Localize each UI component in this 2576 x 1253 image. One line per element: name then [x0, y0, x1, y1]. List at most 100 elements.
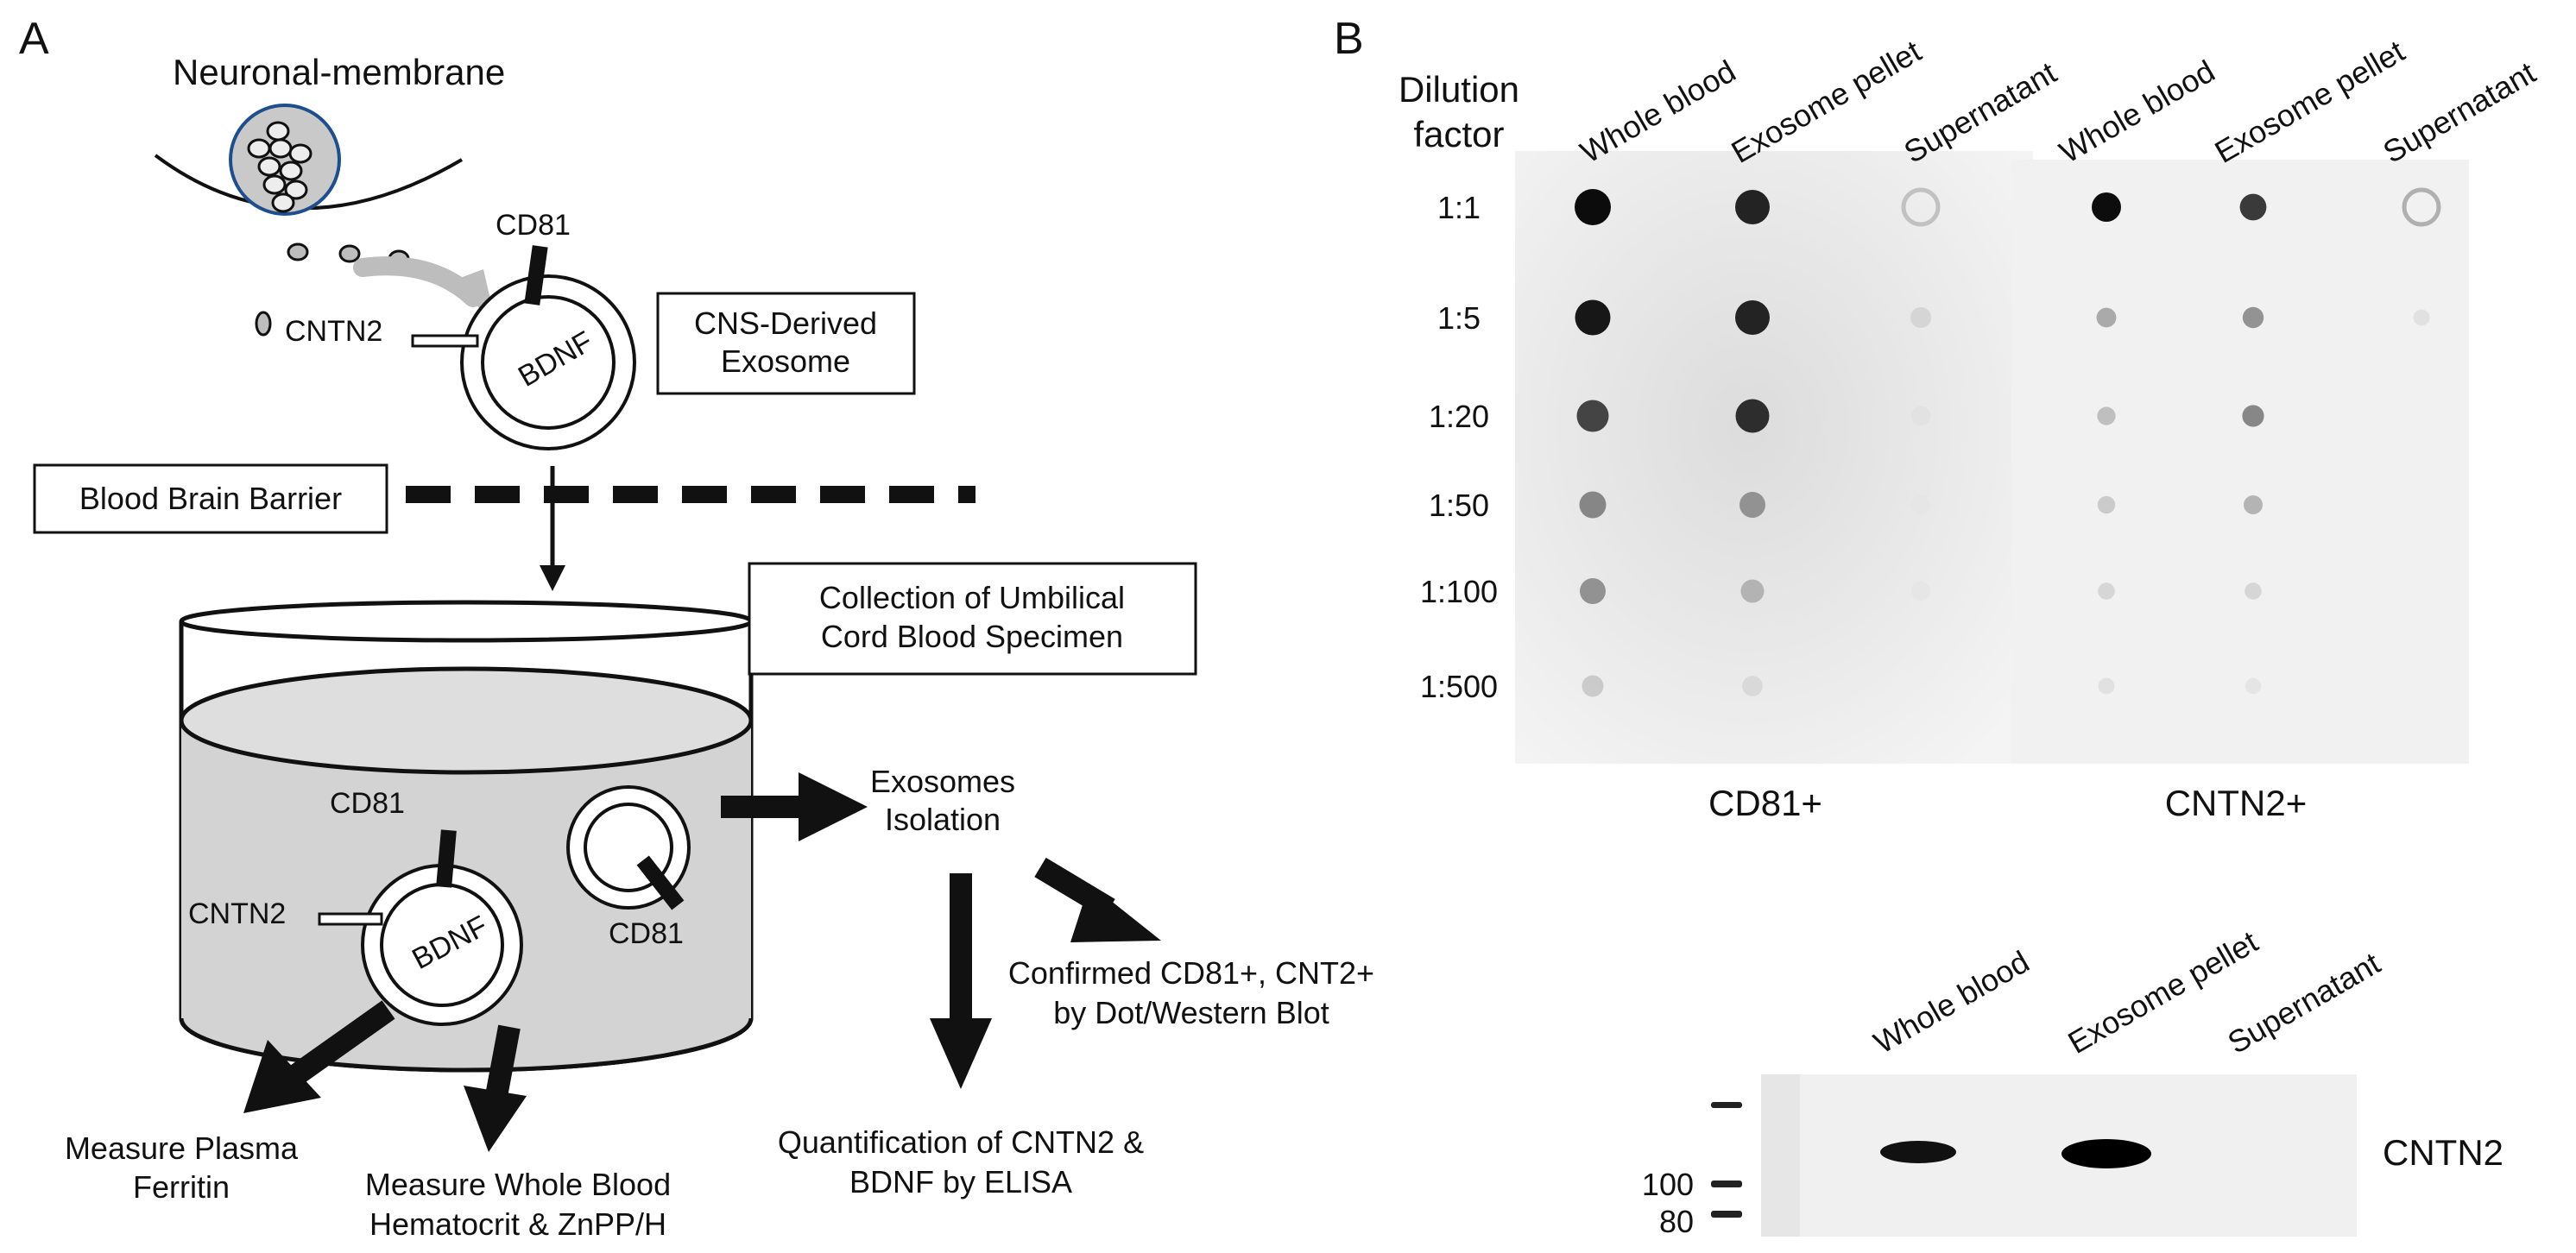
western-protein-label: CNTN2 — [2383, 1132, 2503, 1173]
dot-cd81 — [1735, 190, 1770, 224]
western-lane-label: Whole blood — [1868, 943, 2036, 1061]
ladder-lane — [1761, 1074, 1800, 1237]
band-whole-blood — [1880, 1141, 1956, 1163]
dot-cntn2 — [2096, 307, 2117, 328]
elisa-arrow-shaft — [950, 873, 972, 1024]
ferritin-arrow-head — [243, 1040, 321, 1113]
sample-label: Whole blood — [2054, 53, 2221, 170]
cns-exosome-box — [656, 292, 916, 395]
bbb-arrow-head — [540, 565, 565, 591]
cntn2-blot-membrane — [2011, 160, 2469, 764]
dot-cntn2 — [2097, 406, 2116, 425]
tube-cd81-label: CD81 — [330, 787, 405, 820]
sample-label: Exosome pellet — [2209, 33, 2411, 170]
elisa-arrow-head — [930, 1018, 992, 1089]
isolation-line2: Isolation — [885, 802, 1001, 837]
elisa-line2: BDNF by ELISA — [849, 1164, 1072, 1199]
small-cd81-label: CD81 — [609, 917, 684, 950]
tube-rim — [179, 600, 754, 643]
elisa-line1: Quantification of CNTN2 & — [778, 1124, 1144, 1160]
dilution-labels: 1:1 1:5 1:20 1:50 1:100 1:500 — [1420, 190, 1498, 704]
bbb-label: Blood Brain Barrier — [79, 481, 342, 516]
dot-cd81 — [1910, 494, 1931, 515]
marker-80: 80 — [1659, 1204, 1694, 1239]
dot-cntn2 — [2245, 582, 2262, 600]
ferritin-arrow-shaft — [287, 1000, 395, 1086]
dot-cd81 — [1576, 400, 1609, 432]
dot-cntn2 — [2242, 405, 2264, 427]
dot-cd81 — [1735, 300, 1770, 335]
tube-bottom — [179, 1017, 754, 1073]
dot-cntn2 — [2242, 306, 2264, 329]
tube-cntn2-marker — [318, 912, 383, 926]
collection-box — [748, 562, 1197, 676]
cd81-blot-title: CD81+ — [1708, 783, 1822, 823]
tube-cntn2-label: CNTN2 — [188, 897, 286, 930]
collection-line1: Collection of Umbilical — [819, 580, 1125, 615]
dot-cntn2 — [2092, 192, 2121, 222]
dot-cntn2 — [2239, 193, 2267, 221]
sample-label: Supernatant — [2377, 54, 2541, 170]
dot-cd81 — [1740, 579, 1765, 603]
panel-a-letter: A — [19, 14, 49, 64]
cd81-marker — [524, 245, 548, 305]
dot-cntn2 — [2413, 309, 2430, 326]
dilution-header-line2: factor — [1413, 114, 1504, 154]
cns-box-line1: CNS-Derived — [694, 305, 877, 341]
dot-cd81 — [1575, 299, 1611, 336]
band-exosome-pellet — [2061, 1139, 2151, 1168]
isolation-arrow-head — [799, 772, 868, 841]
dot-cd81 — [1580, 578, 1606, 604]
dot-cd81 — [1735, 399, 1770, 433]
cntn2-blot-title: CNTN2+ — [2165, 783, 2308, 823]
dot-cntn2 — [2098, 677, 2115, 695]
sample-label: Exosome pellet — [1726, 33, 1928, 170]
dilution-label: 1:500 — [1420, 669, 1498, 704]
cd81-blot-membrane — [1515, 151, 2033, 764]
collection-line2: Cord Blood Specimen — [821, 619, 1123, 654]
bbb-box — [33, 463, 388, 534]
dilution-label: 1:50 — [1429, 488, 1489, 523]
hematocrit-line2: Hematocrit & ZnPP/H — [369, 1206, 666, 1242]
ladder-band-80 — [1711, 1211, 1742, 1218]
dilution-label: 1:1 — [1437, 190, 1481, 225]
cntn2-label-top: CNTN2 — [285, 315, 382, 348]
hematocrit-arrow-shaft — [485, 1024, 521, 1099]
dilution-label: 1:20 — [1429, 399, 1489, 434]
dilution-header-line1: Dilution — [1398, 69, 1519, 110]
confirmed-line2: by Dot/Western Blot — [1053, 995, 1329, 1030]
dot-cntn2 — [2098, 582, 2115, 600]
ladder-band-top — [1711, 1102, 1742, 1108]
hematocrit-arrow-head — [464, 1086, 527, 1152]
cns-exosome-inner — [481, 295, 616, 430]
dot-cntn2 — [2245, 677, 2262, 695]
dot-cd81 — [1910, 307, 1931, 328]
isolation-line1: Exosomes — [870, 764, 1015, 799]
dilution-label: 1:100 — [1420, 574, 1498, 609]
small-cd81-marker — [636, 855, 685, 910]
dot-cd81 — [1575, 189, 1611, 225]
dot-cd81 — [1910, 406, 1931, 426]
isolation-arrow-shaft — [721, 796, 807, 818]
dot-cd81 — [1739, 492, 1765, 518]
dilution-label: 1:5 — [1437, 300, 1481, 336]
dot-cntn2 — [2097, 495, 2116, 514]
dot-cd81 — [1742, 676, 1763, 696]
ladder-band-100 — [1711, 1181, 1742, 1187]
dot-cntn2 — [2402, 187, 2441, 227]
cntn2-marker — [411, 334, 479, 348]
dot-blot-dots — [1575, 187, 2441, 697]
ferritin-line2: Ferritin — [133, 1169, 230, 1205]
cns-box-line2: Exosome — [721, 343, 850, 379]
membrane-label: Neuronal-membrane — [173, 52, 505, 92]
cd81-label-top: CD81 — [496, 209, 571, 242]
blood-surface — [179, 666, 754, 775]
marker-100: 100 — [1642, 1167, 1694, 1202]
dot-cd81 — [1579, 491, 1607, 519]
dot-cntn2 — [2244, 495, 2263, 514]
tube-cd81-marker — [436, 829, 457, 888]
panel-b-letter: B — [1334, 14, 1364, 64]
